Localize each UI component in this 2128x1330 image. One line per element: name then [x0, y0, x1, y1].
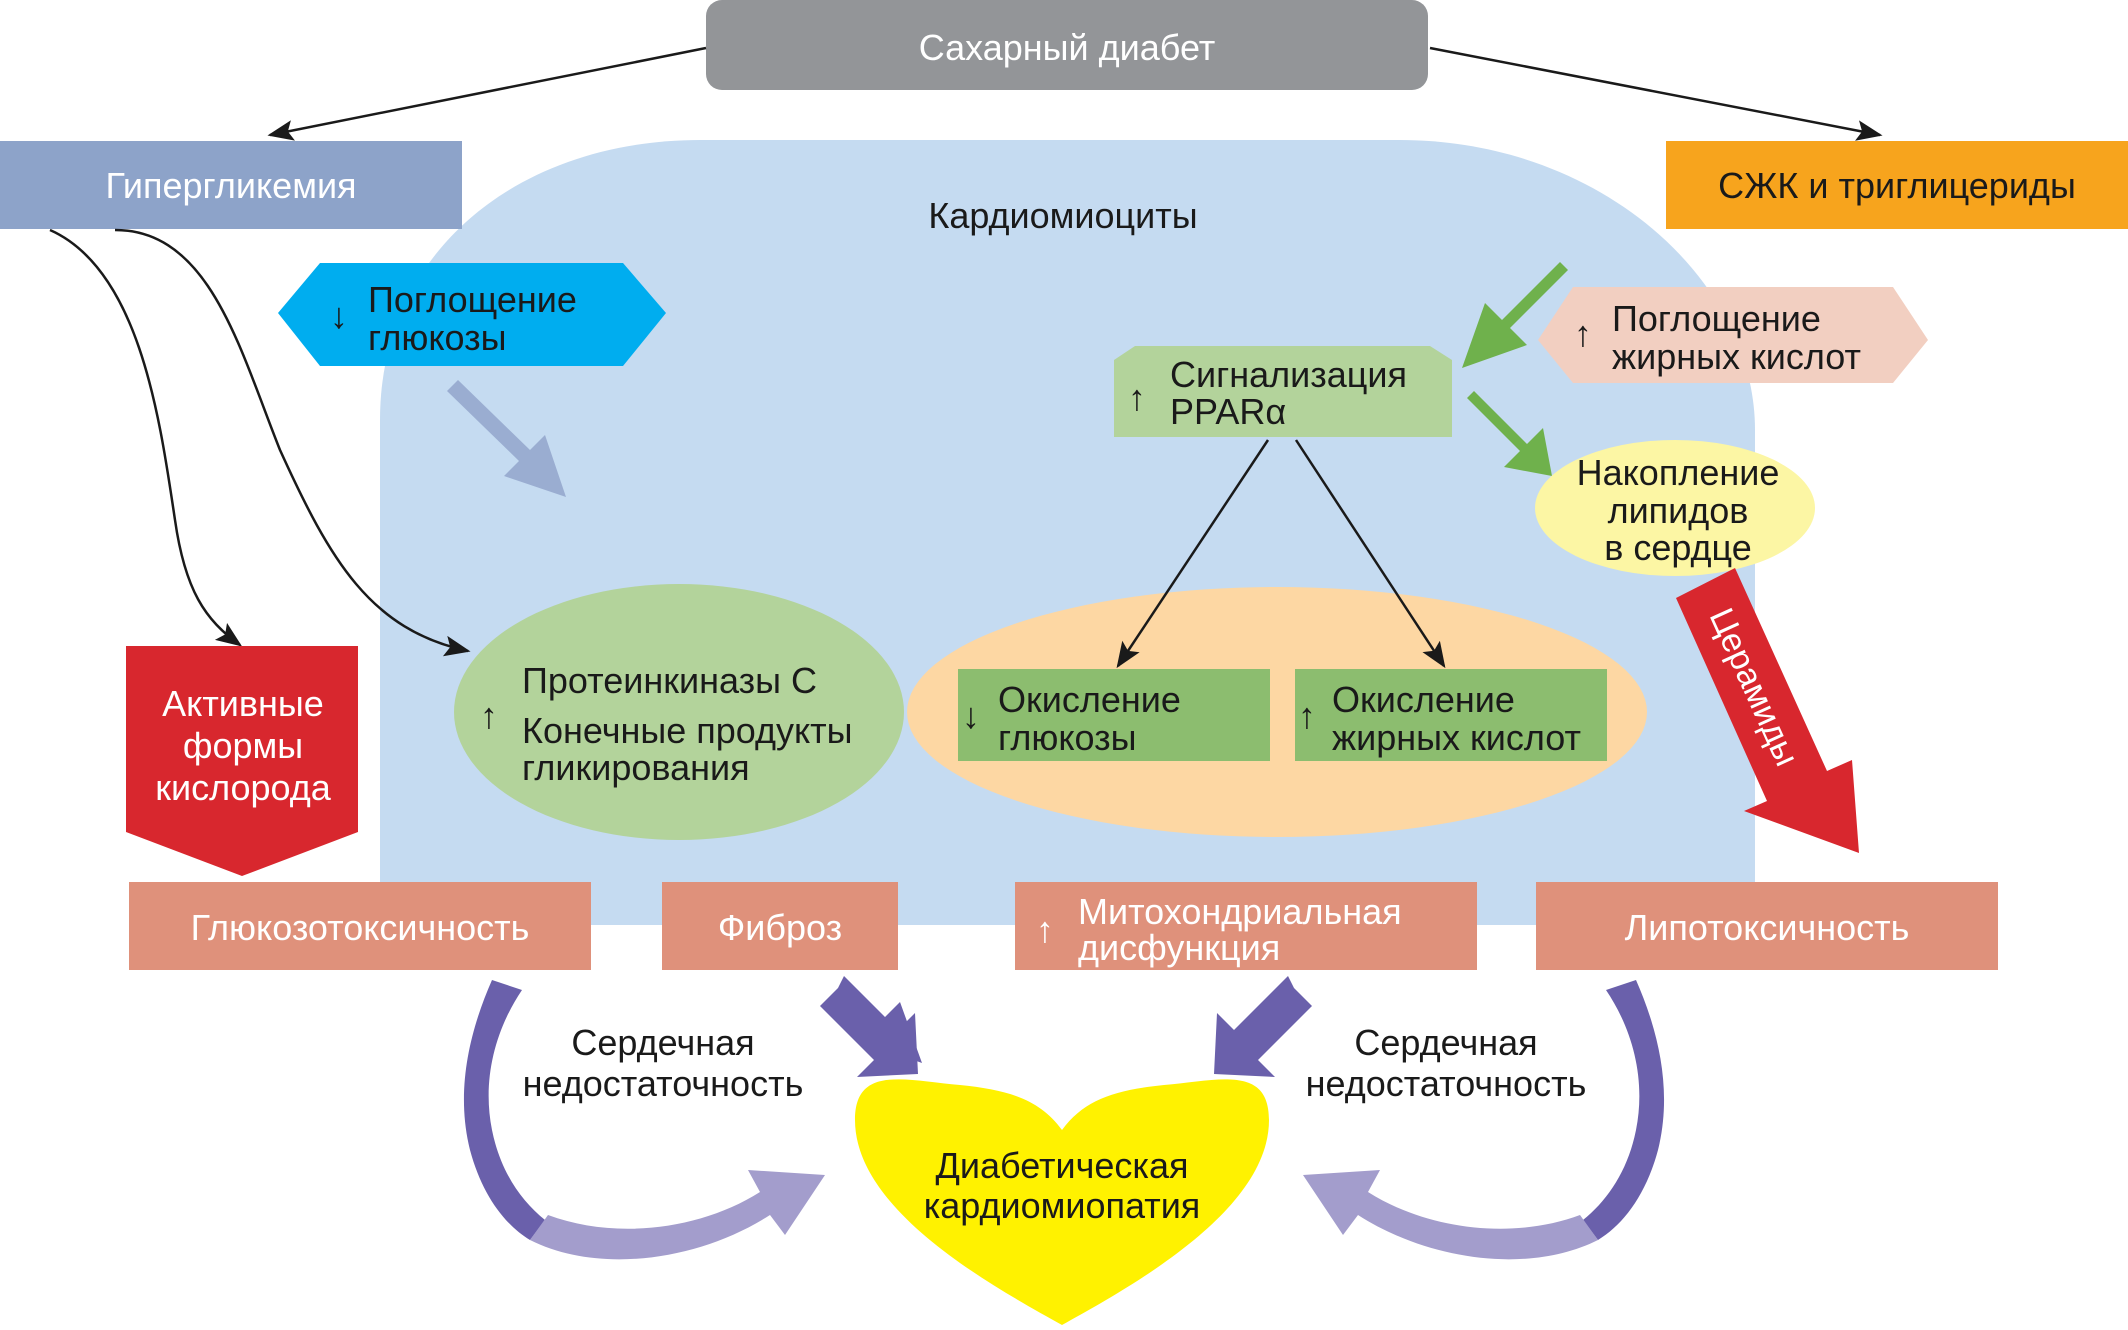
protein-line2: Конечные продукты [522, 710, 853, 751]
ros-line1: Активные [162, 683, 324, 724]
fatty-uptake-shape [1538, 287, 1928, 383]
heart-failure-right-line2: недостаточность [1306, 1063, 1587, 1104]
glucose-uptake-line1: Поглощение [368, 279, 577, 320]
heart-line1: Диабетическая [936, 1145, 1189, 1186]
protein-line3: гликирования [522, 747, 750, 788]
ros-line2: формы [183, 725, 303, 766]
glucose-ox-line1: Окисление [998, 679, 1181, 720]
fibrosis-label: Фиброз [718, 907, 842, 948]
lipotoxicity-box [1536, 882, 1998, 970]
arrow-hyperglycemia-to-protein [114, 228, 471, 657]
arrow-hyperglycemia-to-ros [49, 228, 243, 647]
ffa-label: СЖК и триглицериды [1718, 165, 2076, 206]
arrow-ppar-to-fatty-ox [1294, 439, 1446, 669]
hyperglycemia-label: Гипергликемия [105, 165, 356, 206]
ros-shape [126, 646, 358, 876]
ppar-line2: PPARα [1170, 391, 1286, 432]
ppar-arrow: ↑ [1128, 377, 1146, 418]
glucose-uptake-arrow: ↓ [330, 295, 348, 336]
glucose-ox-box [958, 669, 1270, 761]
glucotoxicity-label: Глюкозотоксичность [191, 907, 530, 948]
diabetes-box [706, 0, 1428, 90]
oxidation-ellipse [907, 587, 1647, 837]
heart-failure-right-line1: Сердечная [1354, 1022, 1537, 1063]
left-curved-arrow-light [530, 1170, 825, 1260]
fatty-ox-box [1295, 669, 1607, 761]
fatty-uptake-line2: жирных кислот [1612, 336, 1861, 377]
diabetes-label: Сахарный диабет [919, 27, 1216, 68]
fatty-ox-line1: Окисление [1332, 679, 1515, 720]
ceramides-arrow-shape [1676, 568, 1859, 853]
glucose-ox-arrow: ↓ [962, 695, 980, 736]
protein-ellipse [454, 584, 904, 840]
arrow-diabetes-to-hyperglycemia [267, 46, 707, 141]
ffa-box [1666, 141, 2128, 229]
arrow-diabetes-to-ffa [1429, 46, 1883, 141]
heart-failure-left-line2: недостаточность [523, 1063, 804, 1104]
mito-box [1015, 882, 1477, 970]
heart-line2: кардиомиопатия [924, 1185, 1201, 1226]
green-arrow-to-lipid [1467, 391, 1552, 476]
heart-shape [855, 1079, 1269, 1325]
lipid-ellipse [1535, 440, 1815, 576]
lipid-line1: Накопление [1577, 452, 1780, 493]
cardiomyocytes-label: Кардиомиоциты [928, 195, 1197, 236]
glucotoxicity-box [129, 882, 591, 970]
mito-arrow: ↑ [1036, 909, 1054, 950]
protein-line1: Протеинкиназы С [522, 660, 817, 701]
ros-line3: кислорода [155, 767, 332, 808]
arrow-ppar-to-glucose-ox [1116, 439, 1270, 669]
lipid-line2: липидов [1608, 490, 1749, 531]
fatty-ox-arrow: ↑ [1298, 695, 1316, 736]
glucose-ox-line2: глюкозы [998, 717, 1137, 758]
fatty-uptake-arrow: ↑ [1574, 313, 1592, 354]
mito-line1: Митохондриальная [1078, 891, 1402, 932]
fatty-ox-line2: жирных кислот [1332, 717, 1581, 758]
lipotoxicity-label: Липотоксичность [1625, 907, 1910, 948]
fibrosis-box [662, 882, 898, 970]
green-arrow-into-ppar [1462, 262, 1568, 368]
ppar-line1: Сигнализация [1170, 354, 1407, 395]
glucose-uptake-arrow-shape [447, 380, 566, 497]
glucose-uptake-shape [278, 263, 666, 366]
glucose-uptake-line2: глюкозы [368, 317, 507, 358]
lipid-line3: в сердце [1604, 527, 1752, 568]
hyperglycemia-box [0, 141, 462, 229]
mito-line2: дисфункция [1078, 927, 1280, 968]
fatty-uptake-line1: Поглощение [1612, 298, 1821, 339]
protein-arrow: ↑ [480, 695, 498, 736]
left-curved-arrow-dark [463, 980, 545, 1240]
mito-to-heart-arrow [1214, 976, 1312, 1077]
ppar-shape [1114, 346, 1452, 437]
right-curved-arrow-light [1303, 1170, 1598, 1260]
right-curved-arrow-dark [1583, 980, 1665, 1240]
heart-failure-left-line1: Сердечная [571, 1022, 754, 1063]
fibrosis-arrow-body [820, 976, 918, 1077]
